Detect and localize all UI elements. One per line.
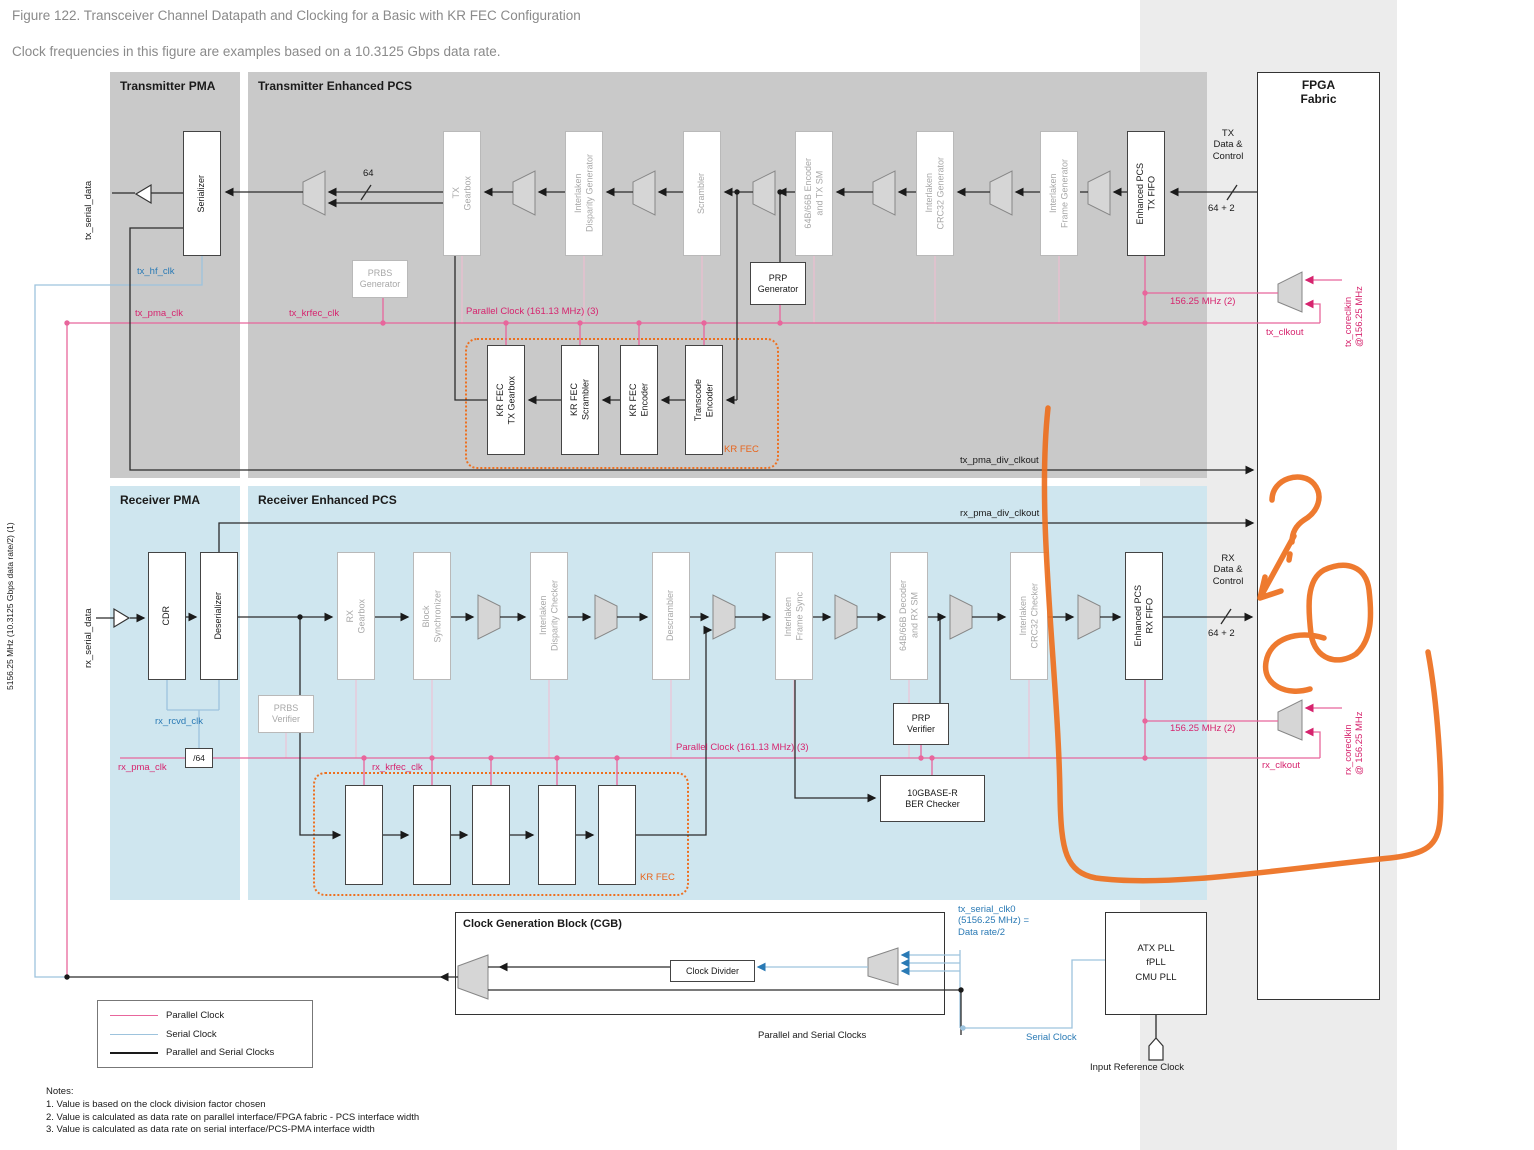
mhz-rx-label: 156.25 MHz (2)	[1170, 723, 1236, 734]
tx-pcs-heading: Transmitter Enhanced PCS	[258, 79, 413, 93]
rx-pma-heading: Receiver PMA	[120, 493, 201, 507]
kr-fec-tx-label: KR FEC	[724, 444, 759, 455]
block-krfec-tx-gearbox: KR FEC TX Gearbox	[487, 345, 525, 455]
legend: Parallel Clock Serial Clock Parallel and…	[97, 1000, 313, 1068]
block-prbs-verifier: PRBS Verifier	[258, 695, 314, 733]
rx-clkout-label: rx_clkout	[1262, 760, 1301, 771]
rx-pcs-heading: Receiver Enhanced PCS	[258, 493, 397, 507]
legend-label: Parallel and Serial Clocks	[166, 1047, 275, 1058]
parallel-clock-rx-label: Parallel Clock (161.13 MHz) (3)	[676, 742, 809, 753]
tx-data-control-label: TX Data & Control	[1212, 128, 1244, 162]
tx-hf-clk-label: tx_hf_clk	[137, 266, 175, 277]
block-scrambler: Scrambler	[683, 131, 721, 256]
figure-title: Figure 122. Transceiver Channel Datapath…	[12, 8, 581, 23]
block-deserializer: Deserializer	[200, 552, 238, 680]
cgb-heading: Clock Generation Block (CGB)	[463, 918, 622, 930]
block-interlaken-frame-sync: Interlaken Frame Sync	[775, 552, 813, 680]
tx-krfec-clk-label: tx_krfec_clk	[289, 308, 340, 319]
tx-serial-clk0-label: tx_serial_clk0 (5156.25 MHz) = Data rate…	[958, 904, 1030, 938]
parallel-serial-line-swatch	[110, 1051, 158, 1054]
block-descrambler: Descrambler	[652, 552, 690, 680]
block-block-synchronizer: Block Synchronizer	[413, 552, 451, 680]
parallel-and-serial-clocks-label: Parallel and Serial Clocks	[758, 1030, 867, 1041]
tx-pma-div-clkout-label: tx_pma_div_clkout	[960, 455, 1039, 466]
block-64b66b-decoder: 64B/66B Decoder and RX SM	[890, 552, 928, 680]
pll-label: ATX PLL fPLL CMU PLL	[1135, 943, 1177, 983]
bus64-label: 64	[363, 168, 374, 179]
legend-item-serial-clock: Serial Clock	[110, 1029, 300, 1040]
block-krfec-rx-gearbox	[538, 785, 576, 885]
note-line: 1. Value is based on the clock division …	[46, 1098, 266, 1110]
legend-label: Serial Clock	[166, 1028, 217, 1040]
legend-label: Parallel Clock	[166, 1010, 225, 1021]
rx-pma-region	[110, 486, 240, 900]
block-interlaken-crc32-generator: Interlaken CRC32 Generator	[916, 131, 954, 256]
rx-rcvd-clk-label: rx_rcvd_clk	[155, 716, 204, 727]
serial-clock-label: Serial Clock	[1026, 1032, 1077, 1043]
block-interlaken-frame-generator: Interlaken Frame Generator	[1040, 131, 1078, 256]
tx-pma-clk-label: tx_pma_clk	[135, 308, 184, 319]
block-krfec-descrambler	[413, 785, 451, 885]
block-transcode-encoder: Transcode Encoder	[685, 345, 723, 455]
block-prbs-generator: PRBS Generator	[352, 260, 408, 298]
note-line: 2. Value is calculated as data rate on p…	[46, 1111, 420, 1123]
parallel-clock-tx-label: Parallel Clock (161.13 MHz) (3)	[466, 306, 599, 317]
block-prp-verifier: PRP Verifier	[893, 703, 949, 745]
block-enhanced-pcs-tx-fifo: Enhanced PCS TX FIFO	[1127, 131, 1165, 256]
serial-clock-line-swatch	[110, 1033, 158, 1035]
block-krfec-encoder: KR FEC Encoder	[620, 345, 658, 455]
notes: Notes: 1. Value is based on the clock di…	[46, 1086, 419, 1137]
parallel-clock-line-swatch	[110, 1015, 158, 1016]
fpga-fabric-box	[1257, 72, 1380, 1000]
rx-serial-data-label: rx_serial_data	[83, 608, 94, 668]
block-rx-gearbox: RX Gearbox	[337, 552, 375, 680]
block-64b66b-encoder: 64B/66B Encoder and TX SM	[795, 131, 833, 256]
block-tx-gearbox: TX Gearbox	[443, 131, 481, 256]
fpga-fabric-heading: FPGA Fabric	[1300, 78, 1337, 106]
legend-item-parallel-serial-clocks: Parallel and Serial Clocks	[110, 1047, 300, 1058]
rx-coreclkin-label: rx_coreclkin @ 156.25 MHz	[1343, 711, 1365, 775]
block-10gbaser-ber-checker: 10GBASE-R BER Checker	[880, 775, 985, 822]
block-prp-generator: PRP Generator	[750, 262, 806, 305]
rx-data-control-label: RX Data & Control	[1212, 553, 1244, 587]
block-interlaken-disparity-checker: Interlaken Disparity Checker	[530, 552, 568, 680]
block-krfec-block-sync	[345, 785, 383, 885]
mhz-tx-label: 156.25 MHz (2)	[1170, 296, 1236, 307]
block-interlaken-crc32-checker: Interlaken CRC32 Checker	[1010, 552, 1048, 680]
rx-bus-width-label: 64 + 2	[1208, 628, 1235, 639]
pll-box: ATX PLL fPLL CMU PLL	[1105, 912, 1207, 1015]
rx-pma-div-clkout-label: rx_pma_div_clkout	[960, 508, 1040, 519]
rx-krfec-clk-label: rx_krfec_clk	[372, 762, 423, 773]
input-reference-clock-label: Input Reference Clock	[1090, 1062, 1184, 1073]
tx-bus-width-label: 64 + 2	[1208, 203, 1235, 214]
block-enhanced-pcs-rx-fifo: Enhanced PCS RX FIFO	[1125, 552, 1163, 680]
note-line: 3. Value is calculated as data rate on s…	[46, 1124, 375, 1136]
tx-serial-data-label: tx_serial_data	[83, 180, 94, 240]
block-transcode-decoder	[598, 785, 636, 885]
block-krfec-decoder	[472, 785, 510, 885]
legend-item-parallel-clock: Parallel Clock	[110, 1010, 300, 1021]
serial-rate-label: 5156.25 MHz (10.3125 Gbps data rate/2) (…	[5, 522, 15, 690]
kr-fec-rx-label: KR FEC	[640, 872, 675, 883]
figure-subtitle: Clock frequencies in this figure are exa…	[12, 44, 501, 59]
notes-heading: Notes:	[46, 1086, 74, 1097]
tx-pma-heading: Transmitter PMA	[120, 79, 216, 93]
blue-junction	[960, 1025, 966, 1031]
tx-coreclkin-label: tx_coreclkin @156.25 MHz	[1343, 286, 1365, 347]
block-clock-divider: Clock Divider	[670, 960, 755, 982]
tx-clkout-label: tx_clkout	[1266, 327, 1304, 338]
block-div64: /64	[185, 748, 213, 768]
block-krfec-scrambler: KR FEC Scrambler	[561, 345, 599, 455]
block-interlaken-disparity-generator: Interlaken Disparity Generator	[565, 131, 603, 256]
rx-pma-clk-label: rx_pma_clk	[118, 762, 167, 773]
block-cdr: CDR	[148, 552, 186, 680]
block-serializer: Serializer	[183, 131, 221, 256]
